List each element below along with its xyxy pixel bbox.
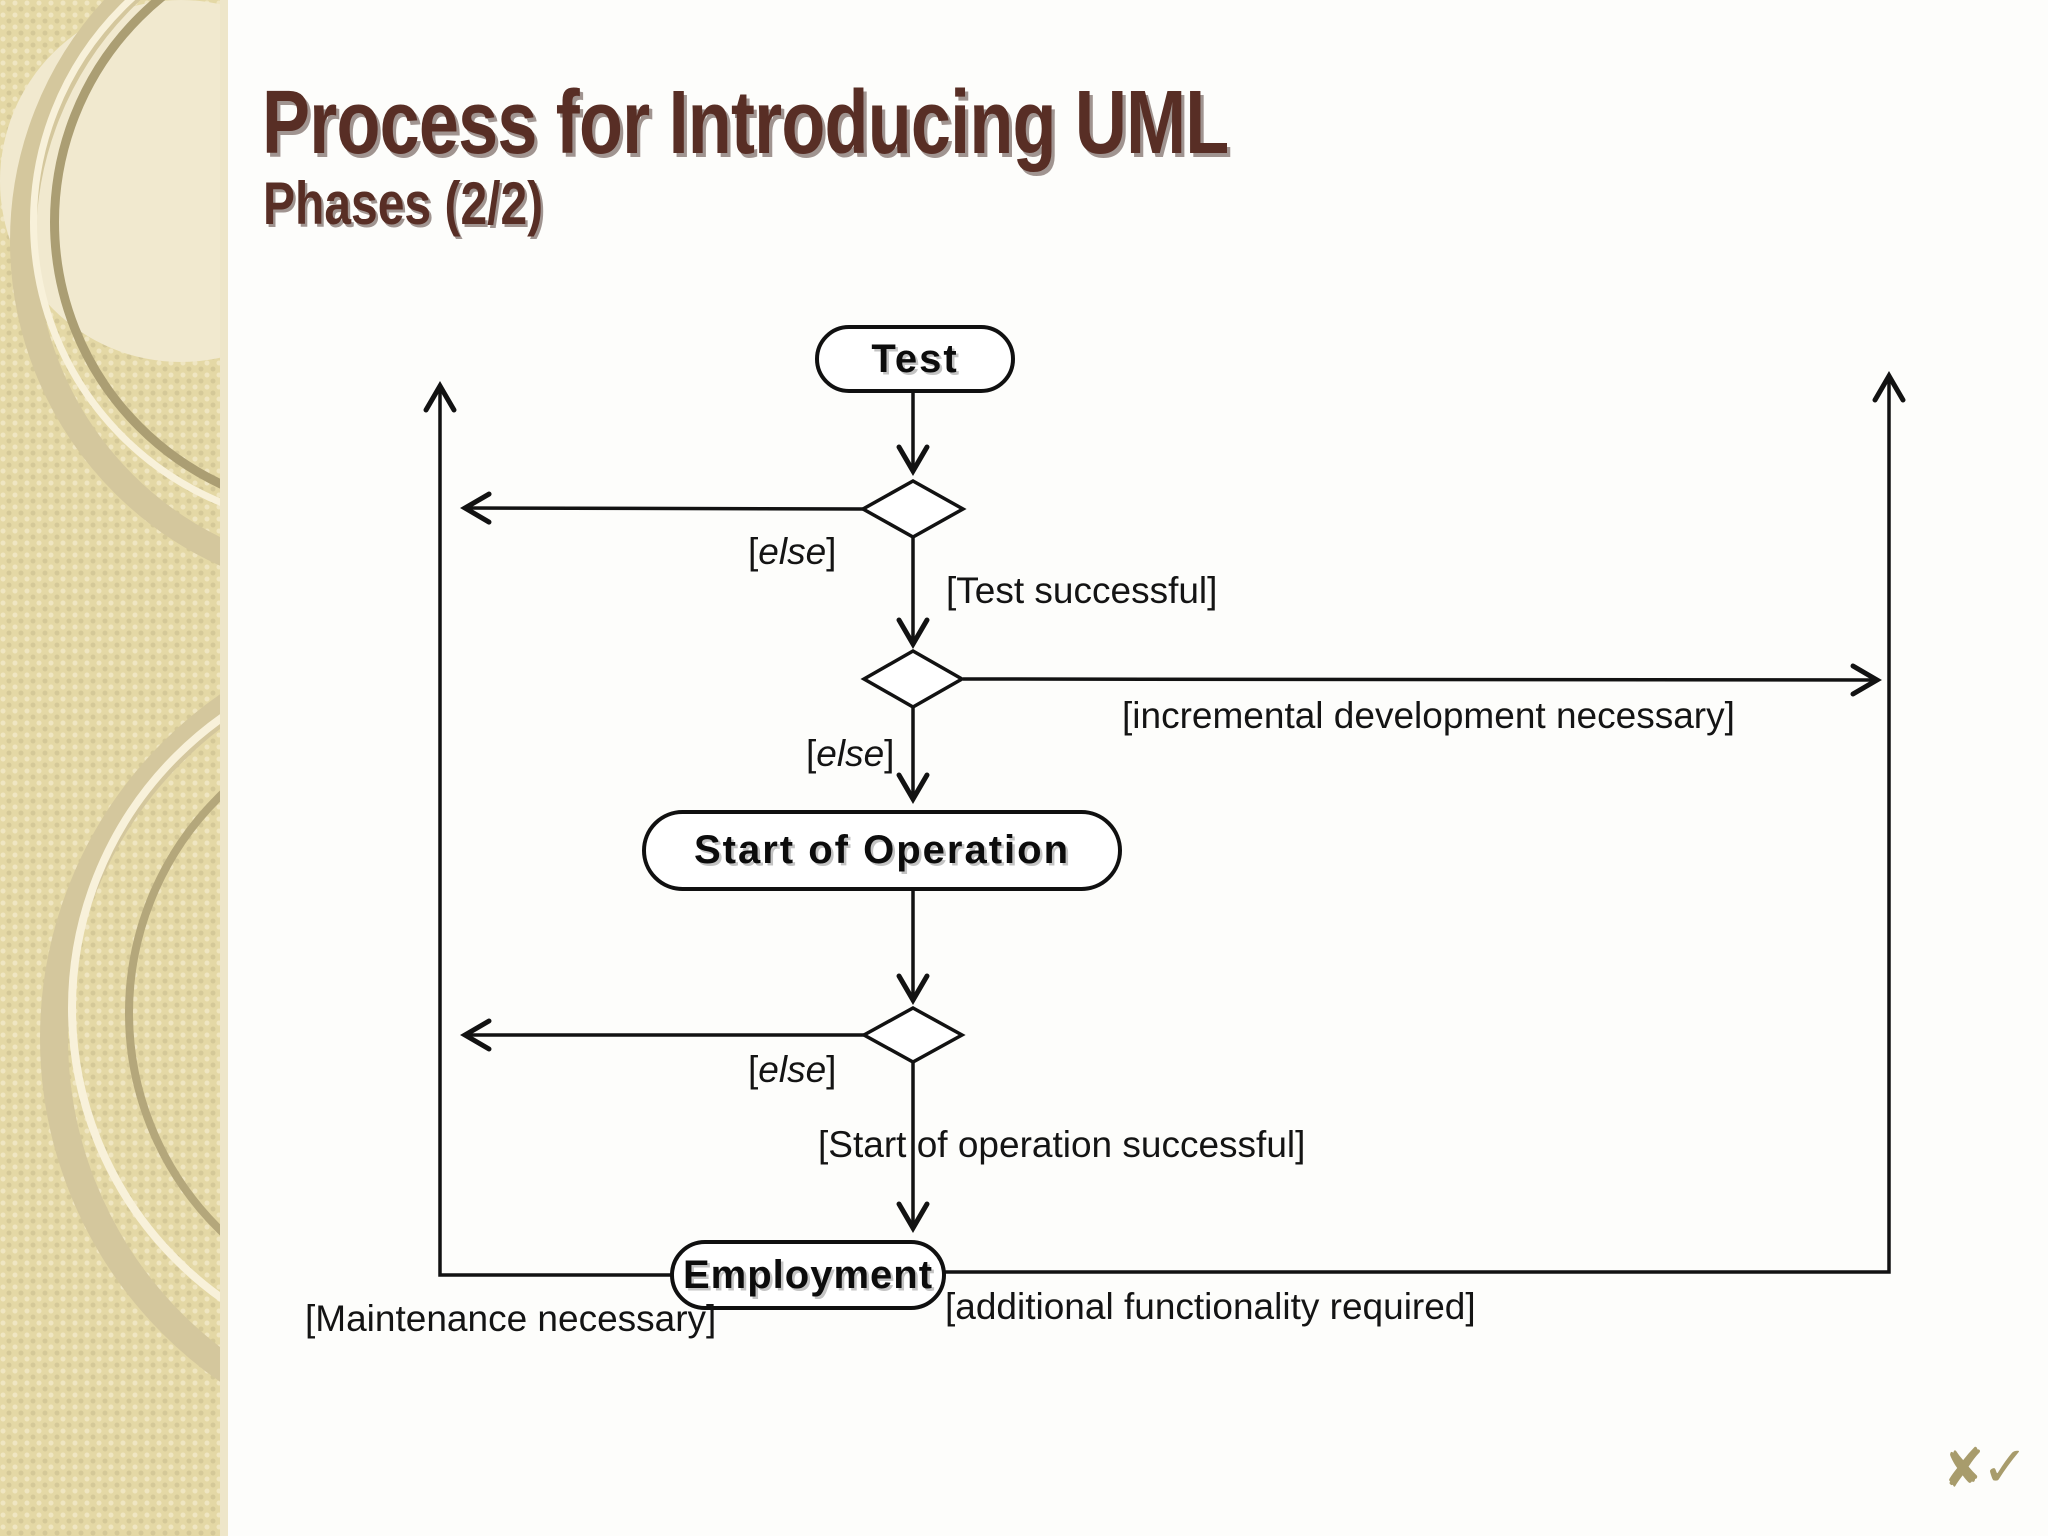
guard-else-open: [	[806, 733, 817, 774]
decision-diamonds	[859, 478, 967, 1064]
connector-decision2-incremental	[962, 663, 1882, 697]
guard-else-open: [	[748, 1049, 759, 1090]
decision-diamond-3	[860, 1006, 966, 1064]
node-start-of-operation: Start of Operation	[642, 810, 1122, 891]
corner-marks: ✘✓	[1939, 1435, 2029, 1501]
connector-decision1-else	[460, 491, 864, 525]
connector-left-return	[423, 381, 672, 1277]
guard-maintenance-necessary: [Maintenance necessary]	[305, 1298, 717, 1339]
guard-else-2: [else]	[806, 733, 895, 774]
sidebar-decoration	[0, 0, 228, 1536]
cross-icon: ✘	[1939, 1437, 1988, 1501]
node-employment: Employment	[670, 1240, 946, 1310]
check-icon: ✓	[1981, 1435, 2029, 1500]
guard-else-close: ]	[826, 531, 837, 572]
page-title: Process for Introducing UML	[262, 73, 1229, 173]
guard-else-open: [	[748, 531, 759, 572]
guard-else-word: else	[758, 1049, 827, 1090]
guard-else-1: [else]	[748, 531, 837, 572]
flow-connectors	[423, 371, 1906, 1277]
guard-else-3: [else]	[748, 1049, 837, 1090]
guard-start-of-operation-successful: [Start of operation successful]	[818, 1124, 1306, 1165]
guard-else-word: else	[816, 733, 885, 774]
decision-diamond-1	[859, 478, 967, 540]
guard-else-close: ]	[884, 733, 895, 774]
page-subtitle: Phases (2/2)	[263, 170, 544, 237]
connector-right-return	[939, 371, 1906, 1274]
node-test: Test	[815, 325, 1015, 393]
guard-additional-functionality: [additional functionality required]	[945, 1286, 1476, 1327]
guard-else-word: else	[758, 531, 827, 572]
guard-test-successful: [Test successful]	[946, 570, 1218, 611]
guard-incremental-development: [incremental development necessary]	[1122, 695, 1735, 736]
decision-diamond-2	[860, 648, 966, 710]
guard-else-close: ]	[826, 1049, 837, 1090]
